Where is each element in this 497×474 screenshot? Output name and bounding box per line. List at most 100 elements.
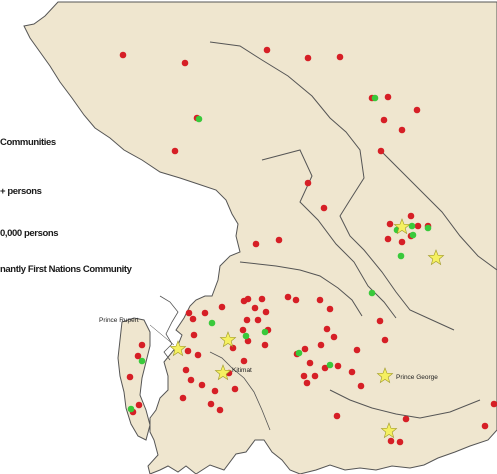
community-dot xyxy=(384,93,392,101)
first-nations-dot xyxy=(208,319,216,327)
community-dot xyxy=(398,238,406,246)
community-dot xyxy=(252,240,260,248)
community-dot xyxy=(126,373,134,381)
community-dot xyxy=(413,106,421,114)
label-prince-rupert: Prince Rupert xyxy=(99,317,139,324)
first-nations-dot xyxy=(195,115,203,123)
community-dot xyxy=(326,305,334,313)
region-border-south xyxy=(329,389,481,419)
label-prince-george: Prince George xyxy=(396,374,438,381)
community-dot xyxy=(414,222,422,230)
first-nations-dot xyxy=(242,332,250,340)
community-dot xyxy=(323,325,331,333)
community-dot xyxy=(402,415,410,423)
community-dot xyxy=(211,387,219,395)
community-dot xyxy=(386,220,394,228)
community-dot xyxy=(320,204,328,212)
community-dot xyxy=(216,406,224,414)
community-dot xyxy=(306,359,314,367)
community-dot xyxy=(311,372,319,380)
large-centre-star xyxy=(214,364,232,381)
community-dot xyxy=(304,54,312,62)
community-dot xyxy=(119,51,127,59)
first-nations-dot xyxy=(127,405,135,413)
community-dot xyxy=(330,333,338,341)
community-dot xyxy=(334,362,342,370)
first-nations-dot xyxy=(424,224,432,232)
large-centre-star xyxy=(393,218,411,235)
community-dot xyxy=(396,438,404,446)
community-dot xyxy=(184,347,192,355)
large-centre-star xyxy=(427,249,445,266)
community-dot xyxy=(284,293,292,301)
community-dot xyxy=(244,337,252,345)
legend-item-large: + persons xyxy=(0,186,42,197)
community-dot xyxy=(387,437,395,445)
community-dot xyxy=(292,296,300,304)
community-dot xyxy=(321,364,329,372)
haida-gwaii xyxy=(117,317,151,441)
legend-title: Communities xyxy=(0,137,56,148)
first-nations-dot xyxy=(368,289,376,297)
first-nations-dot xyxy=(397,252,405,260)
community-dot xyxy=(182,366,190,374)
legend-item-first-nations: nantly First Nations Community xyxy=(0,264,132,275)
large-centre-star xyxy=(376,367,394,384)
community-dot xyxy=(384,235,392,243)
region-border-central xyxy=(261,149,397,319)
label-kitimat: Kitimat xyxy=(232,367,252,374)
large-centre-star xyxy=(380,422,398,439)
community-dot xyxy=(198,381,206,389)
community-dot xyxy=(189,315,197,323)
community-dot xyxy=(240,357,248,365)
community-dot xyxy=(171,147,179,155)
first-nations-dot xyxy=(261,328,269,336)
community-dot xyxy=(185,309,193,317)
community-dot xyxy=(240,297,248,305)
first-nations-dot xyxy=(326,361,334,369)
coast-detail xyxy=(159,295,179,361)
community-dot xyxy=(179,394,187,402)
community-dot xyxy=(187,376,195,384)
community-dot xyxy=(218,303,226,311)
first-nations-dot xyxy=(408,222,416,230)
community-dot xyxy=(201,309,209,317)
region-border-east xyxy=(379,149,497,271)
community-dot xyxy=(357,382,365,390)
large-centre-star xyxy=(219,331,237,348)
large-centre-stars xyxy=(169,218,445,439)
community-dot xyxy=(231,385,239,393)
community-dot xyxy=(263,46,271,54)
community-dot xyxy=(317,341,325,349)
community-dot xyxy=(300,372,308,380)
large-centre-star xyxy=(169,340,187,357)
community-dot xyxy=(239,326,247,334)
community-dot xyxy=(376,317,384,325)
community-dot xyxy=(262,308,270,316)
community-dot xyxy=(243,316,251,324)
community-dot xyxy=(181,59,189,67)
community-dot xyxy=(190,331,198,339)
community-dot xyxy=(194,351,202,359)
first-nations-dot xyxy=(371,94,379,102)
community-dot xyxy=(481,422,489,430)
community-dot xyxy=(135,401,143,409)
first-nations-dots xyxy=(127,94,432,413)
first-nations-dot xyxy=(295,349,303,357)
community-dot xyxy=(377,147,385,155)
community-dot xyxy=(261,341,269,349)
community-dot xyxy=(134,352,142,360)
community-dot xyxy=(303,379,311,387)
community-dot xyxy=(316,296,324,304)
community-dot xyxy=(348,368,356,376)
community-dot xyxy=(381,336,389,344)
community-dot xyxy=(336,53,344,61)
prince-rupert-leader xyxy=(149,324,175,346)
community-dot xyxy=(275,236,283,244)
community-dot xyxy=(490,400,497,408)
first-nations-dot xyxy=(409,231,417,239)
region-border-coast xyxy=(209,351,271,431)
community-dot xyxy=(254,316,262,324)
community-dot xyxy=(380,116,388,124)
